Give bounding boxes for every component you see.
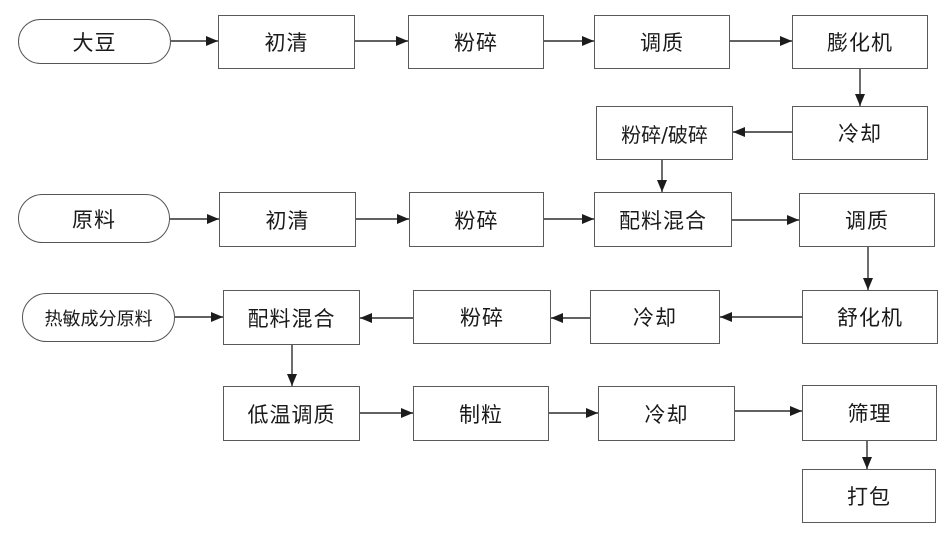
node-label: 初清: [265, 208, 310, 233]
node-crushing-1: 粉碎: [408, 15, 544, 69]
node-batching-mixing-1: 配料混合: [594, 192, 732, 247]
node-label: 配料混合: [619, 208, 707, 233]
node-batching-mixing-2: 配料混合: [223, 290, 360, 345]
node-label: 粉碎: [454, 31, 498, 55]
node-conditioning-2: 调质: [799, 193, 935, 247]
node-soybean: 大豆: [18, 19, 171, 64]
node-pelleting: 制粒: [413, 386, 549, 441]
node-cooling-3: 冷却: [598, 386, 735, 441]
node-label: 粉碎: [460, 306, 504, 330]
node-low-temp-conditioning: 低温调质: [223, 386, 360, 441]
node-label: 调质: [640, 31, 684, 55]
node-label: 打包: [847, 485, 891, 509]
node-raw-material: 原料: [18, 194, 170, 243]
node-label: 冷却: [838, 122, 882, 146]
node-label: 冷却: [633, 306, 677, 330]
node-precleaning-2: 初清: [219, 192, 356, 247]
node-label: 舒化机: [837, 306, 903, 330]
node-label: 配料混合: [247, 306, 336, 331]
node-label: 制粒: [459, 402, 503, 427]
node-label: 冷却: [644, 402, 689, 427]
node-label: 热敏成分原料: [44, 308, 153, 330]
node-label: 大豆: [72, 30, 117, 55]
node-label: 调质: [845, 209, 889, 233]
node-crushing-3: 粉碎: [413, 290, 551, 344]
node-heat-sensitive-material: 热敏成分原料: [22, 293, 175, 342]
node-label: 筛理: [847, 402, 892, 426]
node-packing: 打包: [802, 469, 936, 523]
node-shuhua-machine: 舒化机: [802, 290, 938, 344]
node-label: 膨化机: [827, 31, 893, 55]
node-cooling-1: 冷却: [792, 106, 928, 160]
node-crushing-breaking: 粉碎/破碎: [596, 106, 733, 160]
node-sieving: 筛理: [802, 385, 937, 441]
node-crushing-2: 粉碎: [409, 192, 544, 247]
node-label: 低温调质: [247, 402, 336, 427]
node-precleaning-1: 初清: [218, 15, 355, 69]
node-cooling-2: 冷却: [590, 290, 720, 344]
node-label: 粉碎: [454, 208, 499, 233]
node-label: 粉碎/破碎: [621, 122, 708, 147]
node-extruder: 膨化机: [792, 15, 928, 69]
node-label: 初清: [264, 31, 309, 55]
node-conditioning-1: 调质: [594, 15, 730, 69]
node-label: 原料: [72, 207, 116, 232]
